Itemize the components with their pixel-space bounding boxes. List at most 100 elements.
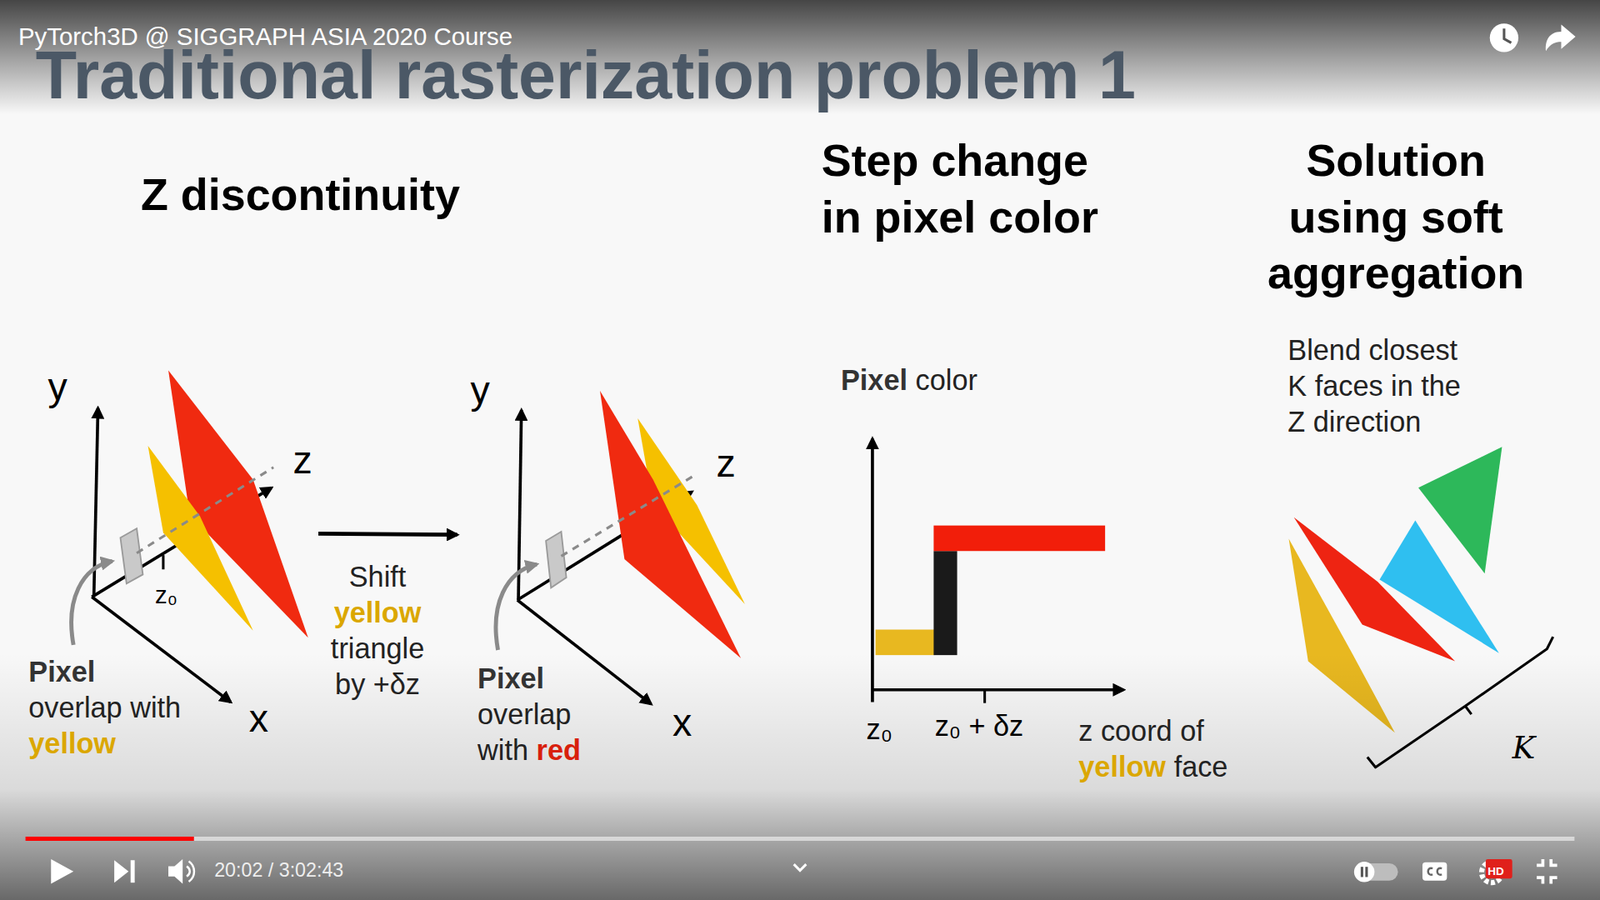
pause-bar [1365,866,1368,877]
callout-text: z coord of [1078,715,1204,747]
time-display: 20:02 / 3:02:43 [214,859,344,881]
text-line: y [470,367,490,415]
text-line: K [1512,730,1535,767]
text-line: Solution using soft aggregation [1253,132,1540,301]
text-line: Z discontinuity [140,167,460,222]
text-line: Blend closest K faces in the Z direction [1287,332,1474,440]
callout-text: triangle [330,632,425,665]
pause-bar [1360,866,1364,877]
text-line: z [716,440,736,488]
captions-icon [1422,862,1447,881]
text-line: z [292,437,312,485]
tick-label: z₀ [866,713,893,745]
axis-label: x [672,700,692,745]
text-line: yellow [28,725,197,762]
leader-arrow [495,564,537,650]
text-line: yellowface [1078,749,1228,785]
view-ray [560,474,696,556]
progress-played [25,836,195,841]
text-line: Shift [300,559,455,595]
pixel-square [545,531,566,588]
text-group: x [249,695,269,743]
share-icon [1545,24,1576,51]
callout-text: color [915,364,978,396]
text-group: Solution using soft aggregation [1253,132,1540,301]
player-controls [25,839,1575,885]
text-group: Blend closest K faces in the Z direction [1287,332,1474,440]
volume-icon [168,859,183,884]
callout-word: Pixel [28,655,95,688]
text-group: z [292,437,312,485]
panel-heading: Z discontinuity [140,169,460,220]
panel-heading: Step change in pixel color [821,135,1099,241]
callout-word: Pixel [840,364,908,396]
next-icon [114,860,129,883]
text-line: z₀ [866,712,893,747]
z0-tick [161,555,165,570]
text-line: by +δz [300,666,455,703]
text-line: x [672,700,692,747]
text-line: yellow [300,595,455,631]
text-group: Z discontinuity [140,167,460,222]
axis-label: z [716,441,736,485]
callout-text: face [1174,750,1229,783]
text-group: x [672,700,692,747]
yellow-word: yellow [28,727,116,760]
play-icon [50,859,74,884]
text-group: z₀ [155,580,178,610]
text-group: z₀ + δz [935,709,1025,744]
yellow-word: yellow [1078,750,1166,783]
red-triangle [600,390,741,659]
clock-hands [1504,28,1512,43]
shift-arrow [318,533,458,535]
set-symbol: K [1512,730,1535,766]
text-line: x [249,695,269,743]
panel-heading: Solution using soft aggregation [1267,135,1525,298]
view-ray [136,467,274,554]
z-discontinuity-figure [71,370,309,702]
text-group: Pixeloverlap withyellow [28,654,197,762]
toggle-knob [1354,861,1375,882]
callout-text: by +δz [335,668,420,700]
text-line: HD [1487,862,1504,879]
text-group: z [716,440,736,488]
next-bar [130,860,135,883]
text-group: Step change in pixel color [821,132,1128,245]
tick-label: z₀ + δz [935,710,1025,742]
step-bar [933,550,957,655]
text-line: overlap with [28,690,197,726]
axis-label: y [48,365,68,409]
text-line: 20:02 / 3:02:43 [214,859,344,883]
text-line: Pixel [28,654,197,690]
leader-arrow [71,560,113,645]
callout-text: Shift [349,560,407,593]
text-line: Step change in pixel color [821,132,1128,245]
volume-waves [186,860,195,881]
pixel-square [120,528,143,584]
tick-label: z₀ [155,580,178,609]
text-group: PyTorch3D @ SIGGRAPH ASIA 2020 Course [18,21,513,51]
captions-glyph [1428,868,1443,875]
yellow-bar [875,630,935,656]
text-group: y [470,367,490,415]
yellow-word: yellow [334,596,422,629]
text-group: z coord ofyellowface [1078,713,1228,785]
axis-label: z [292,438,312,482]
callout-word: Pixel [477,662,545,695]
text-group: Pixeloverlap withred [477,660,615,769]
text-group: Pixelcolor [840,363,978,398]
red-word: red [536,734,581,766]
video-title: PyTorch3D @ SIGGRAPH ASIA 2020 Course [18,22,513,50]
text-group: y [48,364,68,411]
yellow-triangle [148,445,254,631]
axis-label: x [249,696,269,740]
text-line: overlap withred [477,696,615,769]
text-line: z coord of [1078,713,1228,750]
text-line: z₀ + δz [935,709,1025,744]
text-line: z₀ [155,580,178,610]
red-bar [933,525,1105,552]
hd-badge [1485,859,1513,879]
